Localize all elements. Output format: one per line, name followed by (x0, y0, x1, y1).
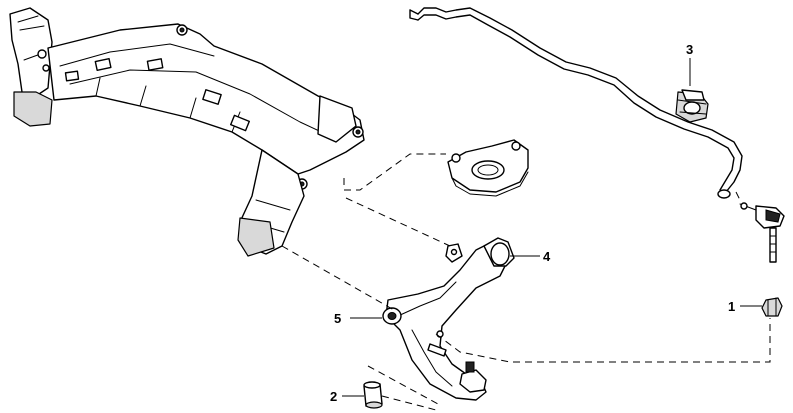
callout-1-label: 1 (728, 299, 735, 314)
bushing (363, 381, 383, 409)
callout-2: 2 (330, 389, 364, 404)
stabilizer-connecting-rod (739, 202, 785, 263)
lower-control-arm (382, 237, 515, 401)
nut (761, 297, 783, 317)
stabilizer-bushing (675, 89, 709, 123)
front-subframe (9, 7, 365, 257)
callout-2-label: 2 (330, 389, 337, 404)
callout-5: 5 (334, 311, 382, 326)
callout-1: 1 (728, 299, 762, 314)
stabilizer-bar (409, 7, 743, 199)
callout-3: 3 (686, 42, 693, 86)
callout-4: 4 (510, 249, 551, 264)
strut-mount-plate (447, 139, 529, 197)
callout-5-label: 5 (334, 311, 341, 326)
callout-4-label: 4 (543, 249, 551, 264)
assembly-guide-lines (281, 153, 771, 411)
callout-3-label: 3 (686, 42, 693, 57)
